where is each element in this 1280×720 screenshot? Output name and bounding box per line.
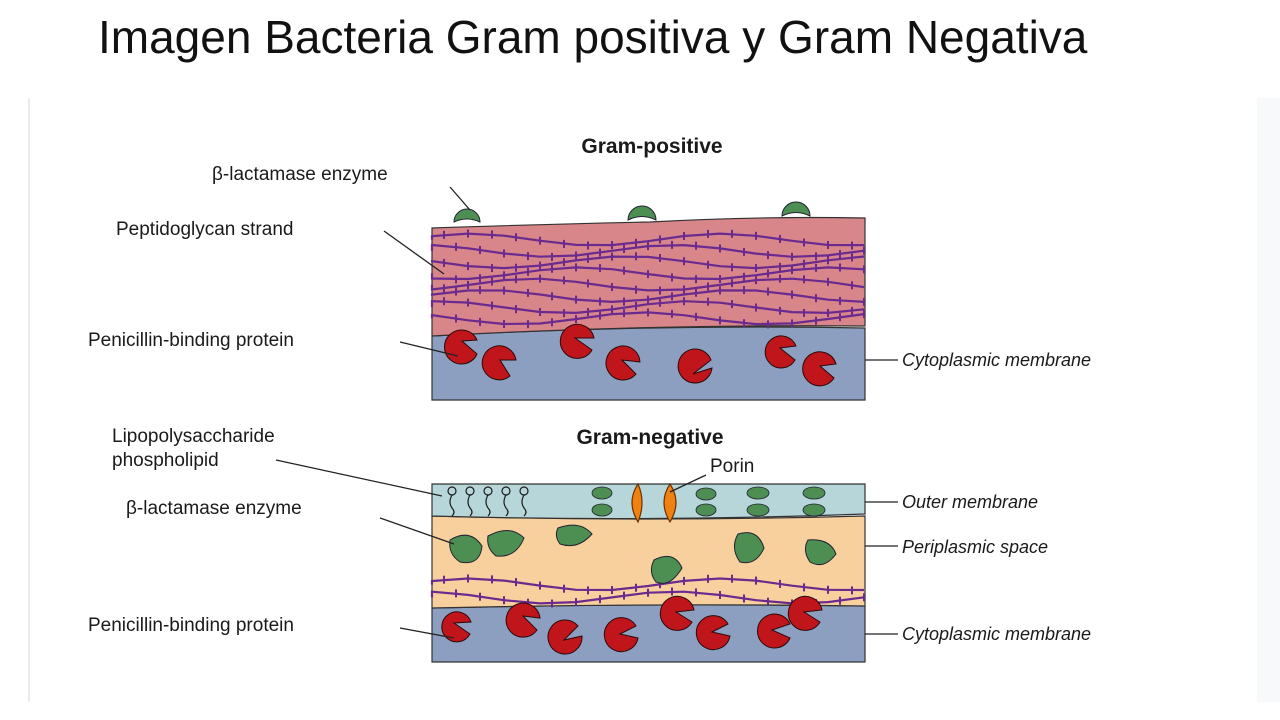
gn-porin-label: Porin — [710, 456, 754, 477]
gp-beta-lactamase-label: β-lactamase enzyme — [212, 164, 388, 185]
gp-penicillin-binding-protein — [677, 348, 713, 384]
gn-lps-label-line2: phospholipid — [112, 450, 219, 471]
gn-penicillin-binding-protein — [695, 615, 731, 651]
gn-beta-lactamase-leader — [379, 517, 455, 545]
gn-porin-leader — [669, 474, 707, 493]
gn-beta-lactamase-label: β-lactamase enzyme — [126, 498, 302, 519]
gp-beta-lactamase-enzyme — [627, 205, 657, 221]
gram-negative-panel: Gram-negative — [88, 426, 1091, 663]
right-edge-strip — [1257, 98, 1280, 702]
gn-cytoplasmic-label: Cytoplasmic membrane — [902, 624, 1091, 644]
gn-penicillin-binding-protein — [603, 617, 639, 653]
gram-negative-heading: Gram-negative — [576, 426, 723, 449]
gp-penicillin-binding-protein — [802, 351, 837, 387]
gn-pbp-label: Penicillin-binding protein — [88, 615, 294, 636]
gn-outer-membrane-proteins — [591, 486, 826, 517]
gn-penicillin-binding-protein — [787, 595, 823, 631]
gp-penicillin-binding-protein — [444, 329, 478, 365]
gn-peptidoglycan-strands — [430, 574, 865, 608]
gn-beta-lactamase-enzyme — [734, 532, 765, 564]
gp-penicillin-binding-protein — [764, 335, 797, 369]
gn-lipopolysaccharide — [447, 486, 529, 517]
gp-beta-lactamase-enzyme — [781, 201, 811, 217]
gp-pbp-leader — [399, 341, 459, 357]
gn-outer-membrane — [431, 483, 866, 520]
bacteria-wall-figure: Gram-positive β- — [30, 98, 1280, 702]
gn-lps-leader — [275, 459, 443, 497]
gp-penicillin-binding-protein — [481, 345, 517, 381]
gram-positive-panel: Gram-positive β- — [88, 135, 1091, 401]
gp-penicillin-binding-protein — [559, 323, 595, 359]
gn-outer-membrane-label: Outer membrane — [902, 492, 1038, 512]
gp-penicillin-binding-protein — [605, 345, 641, 381]
cell-wall-diagram: Gram-positive β- — [88, 135, 1091, 663]
gn-beta-lactamase-enzyme — [555, 524, 593, 547]
gn-penicillin-binding-protein — [547, 619, 583, 655]
gn-penicillin-binding-protein — [505, 602, 541, 638]
gn-lps-label-line1: Lipopolysaccharide — [112, 426, 275, 447]
gn-penicillin-binding-protein — [757, 613, 791, 649]
gp-beta-lactamase-leader — [449, 186, 471, 211]
gp-beta-lactamase-enzyme — [453, 208, 481, 223]
gp-cytoplasmic-label: Cytoplasmic membrane — [902, 350, 1091, 370]
gn-porin — [631, 482, 677, 524]
gn-beta-lactamase-enzyme — [650, 555, 683, 584]
slide-title: Imagen Bacteria Gram positiva y Gram Neg… — [98, 11, 1088, 63]
gn-penicillin-binding-protein — [441, 611, 472, 643]
gp-peptidoglycan-leader — [383, 230, 445, 275]
gram-positive-heading: Gram-positive — [581, 135, 722, 158]
gp-peptidoglycan-strands — [430, 229, 865, 329]
gn-periplasmic-label: Periplasmic space — [902, 537, 1048, 557]
figure-border — [28, 98, 30, 702]
gn-penicillin-binding-protein — [659, 595, 695, 631]
gp-peptidoglycan-label: Peptidoglycan strand — [116, 219, 293, 240]
gn-beta-lactamase-enzyme — [487, 530, 525, 557]
gn-pbp-leader — [399, 627, 455, 639]
gn-beta-lactamase-enzyme — [449, 534, 483, 564]
gn-beta-lactamase-enzyme — [804, 539, 837, 566]
gp-pbp-label: Penicillin-binding protein — [88, 330, 294, 351]
